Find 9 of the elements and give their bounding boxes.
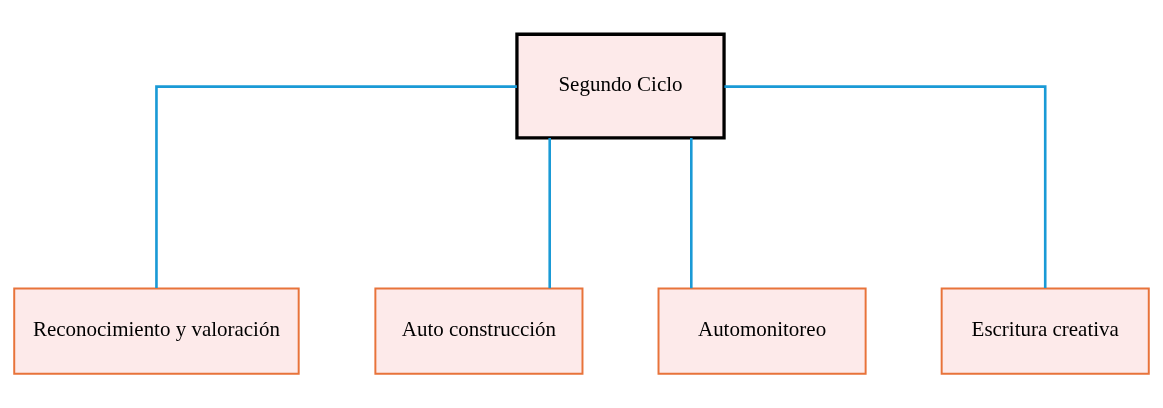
node-box: Reconocimiento y valoración bbox=[13, 287, 300, 375]
connector bbox=[548, 138, 551, 289]
node-box: Segundo Ciclo bbox=[515, 32, 726, 140]
connector bbox=[689, 138, 693, 289]
connector bbox=[155, 85, 517, 288]
node-box: Automonitoreo bbox=[657, 287, 867, 375]
node-box: Auto construcción bbox=[374, 287, 584, 375]
node-box: Escritura creativa bbox=[940, 287, 1150, 375]
connector bbox=[724, 85, 1047, 288]
